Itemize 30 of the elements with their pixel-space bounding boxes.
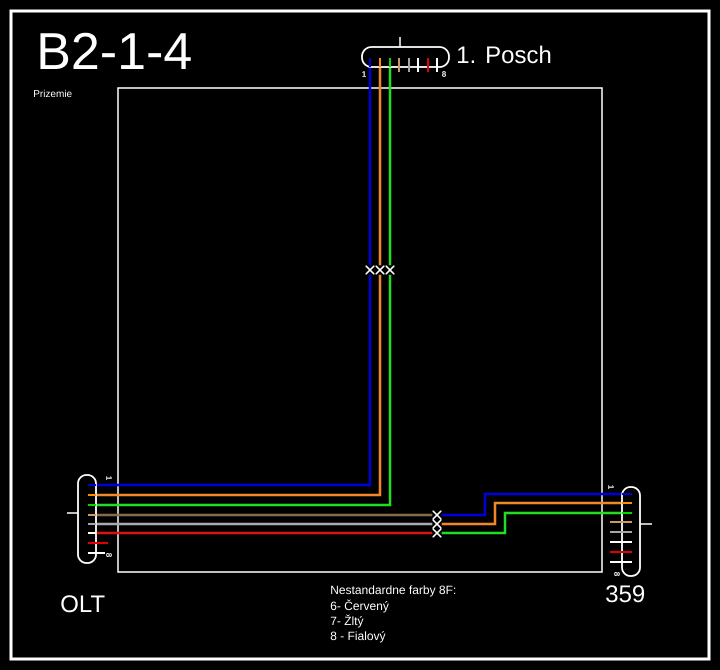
- connector-closure: 1. Posch: [361, 37, 550, 72]
- note-text: 6- Červený: [330, 600, 389, 612]
- pin-number: 8: [106, 553, 112, 557]
- pin-number: 8: [614, 572, 620, 576]
- splice-mark: [432, 510, 442, 520]
- note-text: 7- Žltý: [330, 614, 364, 628]
- pin-number: 1: [106, 476, 112, 480]
- splice-mark: [432, 520, 442, 528]
- floor-label: Prizemie: [34, 90, 72, 98]
- fiber-line: [96, 514, 432, 516]
- splice-mark: [386, 266, 394, 274]
- pin-number: 1: [608, 485, 614, 489]
- fiber-line: [96, 532, 432, 534]
- splice-mark: [376, 266, 384, 274]
- fiber-line: [378, 68, 382, 266]
- node-label: 359: [606, 585, 644, 602]
- note-text: 8 - Fialový: [330, 631, 386, 642]
- node-label: OLT: [61, 595, 105, 612]
- fiber-line: [368, 68, 372, 266]
- note-text: Nestandardne farby 8F:: [331, 585, 456, 596]
- fiber-line: [96, 522, 432, 526]
- fiber-line: [442, 492, 622, 516]
- node-label: 1. Posch: [458, 46, 550, 64]
- title: B2-1-4: [40, 32, 191, 69]
- splice-mark: [366, 266, 374, 274]
- fiber-line: [442, 502, 622, 526]
- fiber-line: [388, 68, 392, 266]
- fiber-line: [442, 512, 622, 534]
- splice-mark: [432, 528, 442, 538]
- pin-number: 1: [362, 71, 366, 77]
